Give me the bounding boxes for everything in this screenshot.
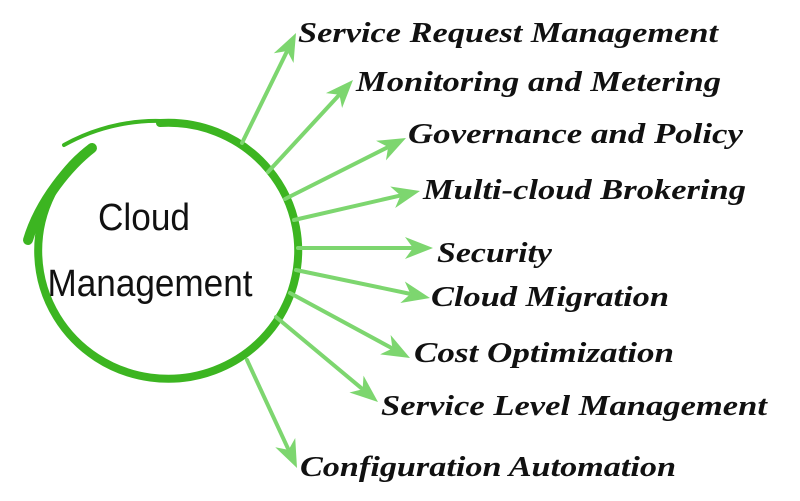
arrowhead-icon: [405, 237, 433, 259]
circle-thin-tail: [62, 118, 177, 147]
arrow-configuration-automation: [245, 358, 297, 468]
item-label-multi-cloud-brokering: Multi-cloud Brokering: [422, 174, 746, 206]
item-label-cloud-migration: Cloud Migration: [431, 281, 669, 313]
arrow-service-level-management: [274, 315, 378, 402]
circle-stroke: [23, 118, 303, 383]
center-title-line1: Cloud: [98, 197, 190, 239]
center-title-line2: Management: [48, 263, 253, 305]
arrow-security: [296, 237, 433, 259]
item-label-security: Security: [437, 237, 552, 269]
arrowhead-icon: [275, 437, 297, 468]
item-label-configuration-automation: Configuration Automation: [300, 451, 676, 483]
item-label-cost-optimization: Cost Optimization: [414, 337, 674, 369]
arrowhead-icon: [325, 80, 353, 109]
arrow-shaft: [240, 50, 289, 145]
arrow-shaft: [292, 193, 401, 222]
arrow-cloud-migration: [294, 268, 430, 304]
arrow-cost-optimization: [288, 291, 410, 358]
labels: Service Request Management Monitoring an…: [298, 17, 768, 483]
circle-thick-start: [23, 143, 97, 245]
item-label-service-request-management: Service Request Management: [298, 17, 719, 49]
arrowhead-icon: [273, 33, 296, 63]
arrowhead-icon: [400, 281, 430, 304]
circle-main-stroke: [34, 118, 303, 383]
arrow-shaft: [283, 145, 389, 201]
item-label-service-level-management: Service Level Management: [381, 390, 768, 422]
arrows: [240, 33, 433, 468]
arrowhead-icon: [349, 375, 378, 402]
arrow-governance-and-policy: [283, 138, 406, 201]
arrowhead-icon: [390, 186, 420, 208]
arrow-shaft: [288, 291, 393, 350]
arrow-multi-cloud-brokering: [292, 186, 420, 222]
arrow-shaft: [294, 268, 411, 296]
arrow-monitoring-and-metering: [266, 80, 353, 174]
arrow-service-request-management: [240, 33, 296, 145]
arrowhead-icon: [376, 138, 406, 161]
arrowhead-icon: [380, 334, 410, 358]
arrow-shaft: [245, 358, 290, 451]
item-label-governance-and-policy: Governance and Policy: [408, 118, 743, 150]
arrow-shaft: [266, 94, 341, 174]
item-label-monitoring-and-metering: Monitoring and Metering: [355, 66, 721, 98]
arrow-shaft: [274, 315, 364, 390]
